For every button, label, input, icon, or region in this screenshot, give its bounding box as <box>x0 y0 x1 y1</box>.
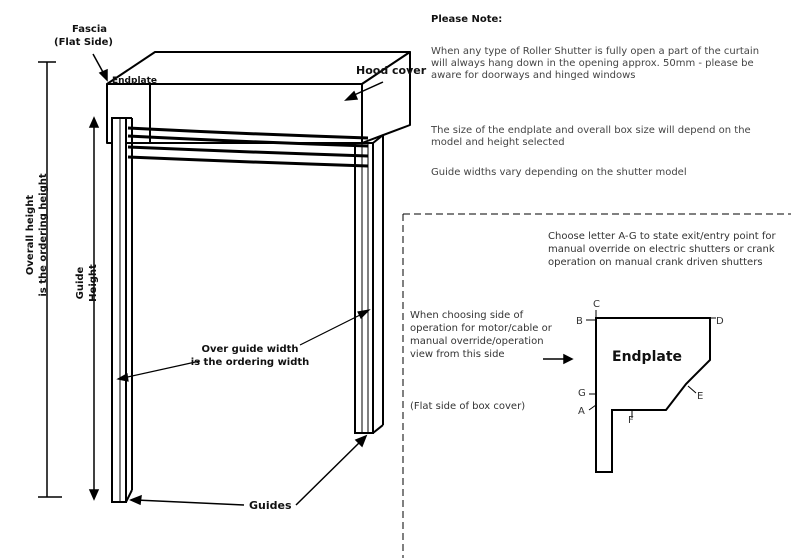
guides-label: Guides <box>249 499 292 512</box>
letter-ticks <box>586 310 716 418</box>
curtain-slats <box>127 126 369 168</box>
flat-side-label: (Flat Side) <box>54 37 113 48</box>
note-guide-width: Guide widths vary depending on the shutt… <box>431 167 687 178</box>
guide-height-label: Guide Height <box>74 248 100 318</box>
guide-height-dimension <box>88 116 100 501</box>
overall-height-line-2: is the ordering height <box>38 173 49 297</box>
overall-height-label: Overall height is the ordering height <box>24 135 50 335</box>
letter-b: B <box>576 316 583 327</box>
note-box-size: The size of the endplate and overall box… <box>431 125 751 148</box>
letter-c: C <box>593 299 600 310</box>
hood-cover-arrow <box>344 81 384 101</box>
over-guide-width-label: Over guide width is the ordering width <box>170 343 330 369</box>
over-guide-line-1: Over guide width <box>201 344 299 355</box>
endplate-shape <box>595 317 711 473</box>
hood-box <box>106 51 411 144</box>
note-curtain: When any type of Roller Shutter is fully… <box>431 46 760 81</box>
right-guide <box>354 134 384 434</box>
dashed-panel-border <box>402 213 791 558</box>
endplate-small-label: Endplate <box>112 76 158 86</box>
hood-cover-label: Hood cover <box>356 64 427 77</box>
letter-a: A <box>578 406 585 417</box>
notes-title: Please Note: <box>431 14 503 25</box>
view-side-arrow <box>543 353 574 365</box>
fascia-label: Fascia <box>71 24 108 35</box>
left-guide <box>111 117 133 503</box>
guide-height-line-2: Height <box>88 264 99 302</box>
guide-height-line-1: Guide <box>75 266 86 300</box>
guides-arrows <box>129 434 368 506</box>
letter-d: D <box>716 316 724 327</box>
letter-f: F <box>628 415 634 426</box>
over-guide-width-arrows <box>116 309 371 382</box>
letter-g: G <box>578 388 586 399</box>
endplate-title: Endplate <box>612 349 683 365</box>
over-guide-line-2: is the ordering width <box>190 357 310 368</box>
flat-side-text: (Flat side of box cover) <box>410 401 526 412</box>
overall-height-line-1: Overall height <box>25 194 36 276</box>
letter-e: E <box>697 391 704 402</box>
side-of-operation-text: When choosing side of operation for moto… <box>410 310 552 360</box>
overall-height-dimension <box>38 61 62 498</box>
letter-instruction: Choose letter A-G to state exit/entry po… <box>548 231 776 268</box>
fascia-arrow <box>92 53 108 82</box>
